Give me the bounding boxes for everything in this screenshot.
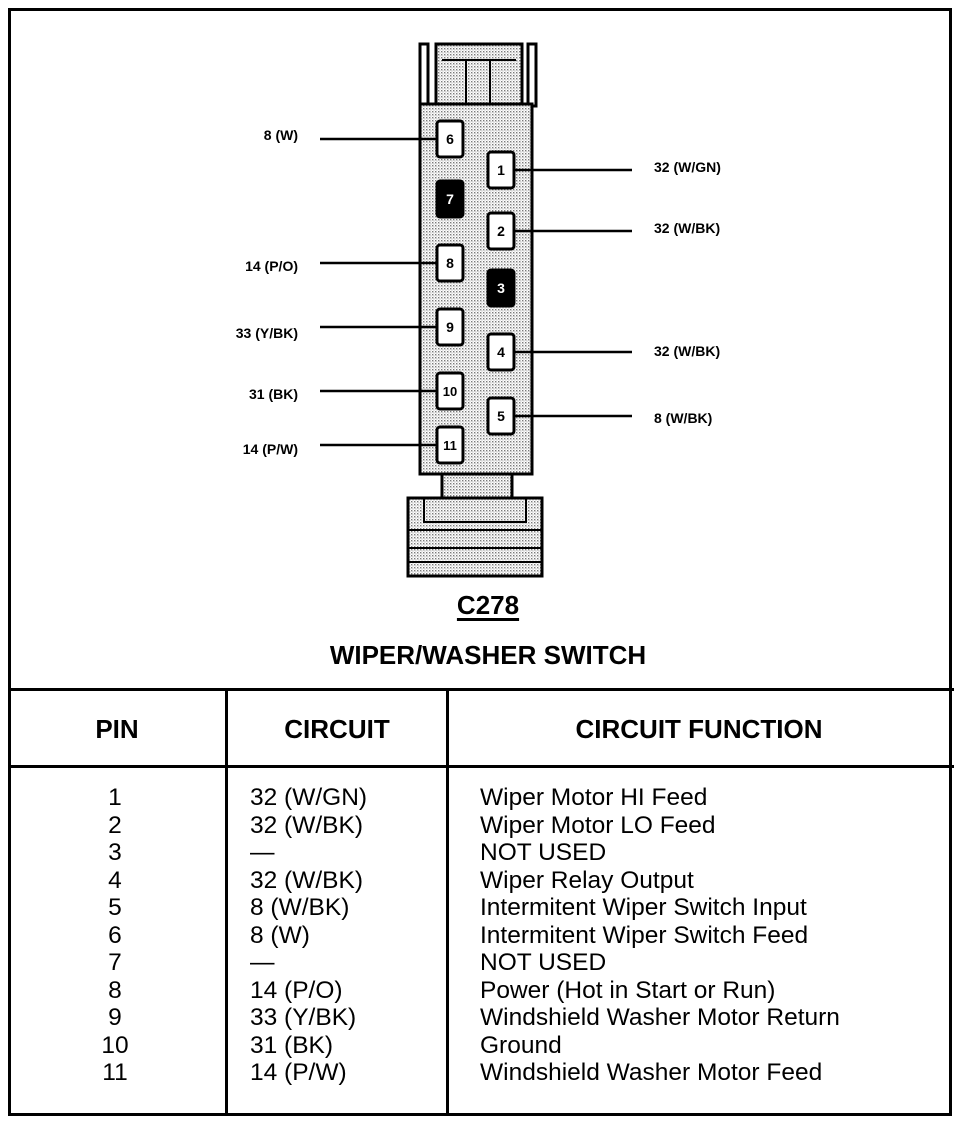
pin-number-4: 4: [497, 344, 505, 360]
row-1-pin: 1: [108, 784, 122, 811]
pin-cavity-10: [435, 371, 465, 411]
header-function: CIRCUIT FUNCTION: [575, 714, 823, 744]
table-divider-2: [446, 690, 449, 1116]
row-11-circuit: 14 (P/W): [250, 1059, 347, 1086]
table-header-rule: [8, 765, 954, 768]
row-5-pin: 5: [108, 894, 122, 921]
row-6-circuit: 8 (W): [250, 921, 310, 949]
row-3-pin: 3: [108, 839, 122, 866]
row-1-circuit: 32 (W/GN): [250, 784, 368, 811]
pin-number-11: 11: [443, 438, 457, 453]
connector-name: WIPER/WASHER SWITCH: [329, 640, 647, 670]
pin-number-6: 6: [446, 131, 454, 147]
row-9-pin: 9: [108, 1004, 122, 1031]
wire-label-5: 8 (W/BK): [654, 410, 712, 426]
wire-label-9: 33 (Y/BK): [236, 325, 298, 341]
table-divider-1: [225, 690, 228, 1116]
connector-latch: [418, 42, 538, 108]
pin-number-2: 2: [497, 223, 505, 239]
circuit-column: 32 (W/GN)32 (W/BK)—32 (W/BK)8 (W/BK)8 (W…: [250, 784, 367, 1087]
row-10-circuit: 31 (BK): [250, 1031, 334, 1059]
row-6-function: Intermitent Wiper Switch Feed: [480, 921, 809, 949]
row-9-circuit: 33 (Y/BK): [250, 1004, 357, 1031]
pin-number-3: 3: [497, 280, 505, 296]
pin-number-8: 8: [446, 255, 454, 271]
pin-cavity-3: [486, 268, 516, 308]
row-2-circuit: 32 (W/BK): [250, 811, 363, 839]
row-4-function: Wiper Relay Output: [480, 866, 694, 894]
pin-number-7: 7: [446, 191, 454, 207]
pin-cavity-5: [486, 396, 516, 436]
wire-label-8: 14 (P/O): [245, 258, 298, 274]
row-4-circuit: 32 (W/BK): [250, 866, 363, 894]
row-10-pin: 10: [101, 1031, 129, 1059]
pin-cavity-11: [435, 425, 465, 465]
row-3-circuit: —: [250, 839, 275, 866]
row-6-pin: 6: [108, 921, 122, 949]
wire-labels: 8 (W) 32 (W/GN) 32 (W/BK) 14 (P/O) 33 (Y/BK)…: [236, 127, 721, 457]
wire-label-1: 32 (W/GN): [654, 159, 721, 175]
row-5-function: Intermitent Wiper Switch Input: [480, 894, 807, 921]
row-7-function: NOT USED: [480, 949, 607, 976]
wire-label-2: 32 (W/BK): [654, 220, 720, 236]
row-11-pin: 11: [102, 1059, 128, 1086]
row-2-function: Wiper Motor LO Feed: [480, 811, 716, 839]
row-8-function: Power (Hot in Start or Run): [480, 976, 776, 1004]
row-8-pin: 8: [108, 976, 122, 1004]
pin-cavity-7: [435, 179, 465, 219]
pin-cavities: 6 1 7 2 8 3 9 4 10 5 11: [435, 119, 516, 465]
wire-label-6: 8 (W): [264, 127, 298, 143]
row-7-pin: 7: [108, 949, 122, 976]
row-8-circuit: 14 (P/O): [250, 976, 343, 1004]
connector-plug: [406, 472, 544, 578]
row-1-function: Wiper Motor HI Feed: [480, 784, 708, 811]
row-7-circuit: —: [250, 949, 275, 976]
pin-cavity-4: [486, 332, 516, 372]
wire-label-11: 14 (P/W): [243, 441, 298, 457]
pin-number-9: 9: [446, 319, 454, 335]
row-5-circuit: 8 (W/BK): [250, 894, 350, 921]
row-10-function: Ground: [480, 1031, 562, 1059]
pin-number-5: 5: [497, 408, 505, 424]
table-top-rule: [8, 688, 954, 691]
pin-cavity-8: [435, 243, 465, 283]
pin-cavity-6: [435, 119, 465, 159]
pin-cavity-1: [486, 150, 516, 190]
row-4-pin: 4: [108, 866, 122, 894]
pin-cavity-2: [486, 211, 516, 251]
pin-cavity-9: [435, 307, 465, 347]
row-2-pin: 2: [108, 811, 122, 839]
header-pin: PIN: [95, 714, 139, 744]
pin-number-1: 1: [497, 162, 505, 178]
wire-label-10: 31 (BK): [249, 386, 298, 402]
row-9-function: Windshield Washer Motor Return: [480, 1004, 840, 1031]
row-3-function: NOT USED: [480, 839, 607, 866]
header-circuit: CIRCUIT: [284, 714, 390, 744]
wire-leads: [320, 137, 632, 447]
pin-number-10: 10: [443, 384, 457, 399]
connector-id: C278: [456, 590, 520, 620]
wire-label-4: 32 (W/BK): [654, 343, 720, 359]
row-11-function: Windshield Washer Motor Feed: [480, 1059, 823, 1086]
